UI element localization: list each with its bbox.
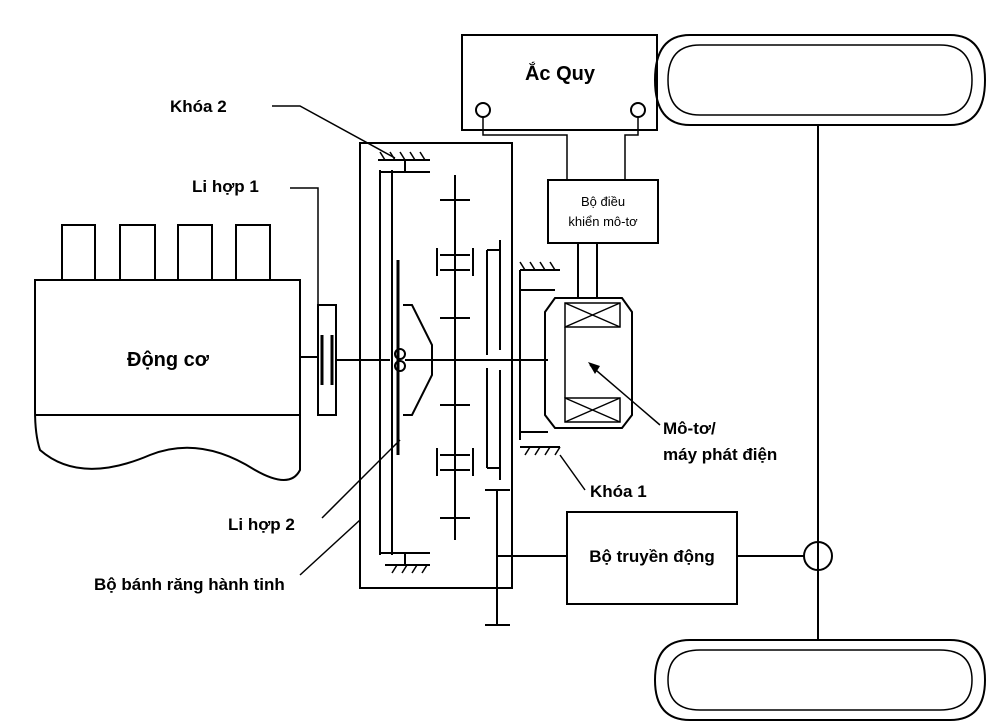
clutch-2-label: Li hợp 2 [228, 515, 295, 534]
lock-1-ground [520, 431, 561, 456]
battery-box: Ắc Quy [461, 34, 658, 131]
motor-generator-label-2: máy phát điện [663, 445, 777, 464]
motor-controller-label-1: Bộ điều [581, 194, 625, 209]
engine-block: Động cơ [34, 224, 301, 481]
clutch-1 [300, 304, 337, 416]
rear-wheel [653, 639, 987, 721]
planetary-gear-set [359, 142, 548, 626]
motor-controller-box: Bộ điều khiển mô-tơ [547, 179, 659, 244]
lock-2-ground [378, 151, 430, 173]
engine-label: Động cơ [127, 349, 210, 371]
transmission-box: Bộ truyền động [566, 511, 738, 605]
planetary-bottom-ground [380, 552, 430, 574]
planetary-gear-label: Bộ bánh răng hành tinh [94, 575, 285, 594]
motor-generator-label-1: Mô-tơ/ [663, 419, 716, 438]
motor-generator [544, 297, 633, 429]
lock-1-label: Khóa 1 [590, 482, 647, 501]
lock-2-label: Khóa 2 [170, 97, 227, 116]
motor-controller-label-2: khiển mô-tơ [568, 214, 638, 229]
front-wheel [653, 34, 987, 126]
transmission-label: Bộ truyền động [589, 547, 715, 566]
clutch-1-label: Li hợp 1 [192, 177, 259, 196]
battery-label: Ắc Quy [525, 61, 596, 85]
